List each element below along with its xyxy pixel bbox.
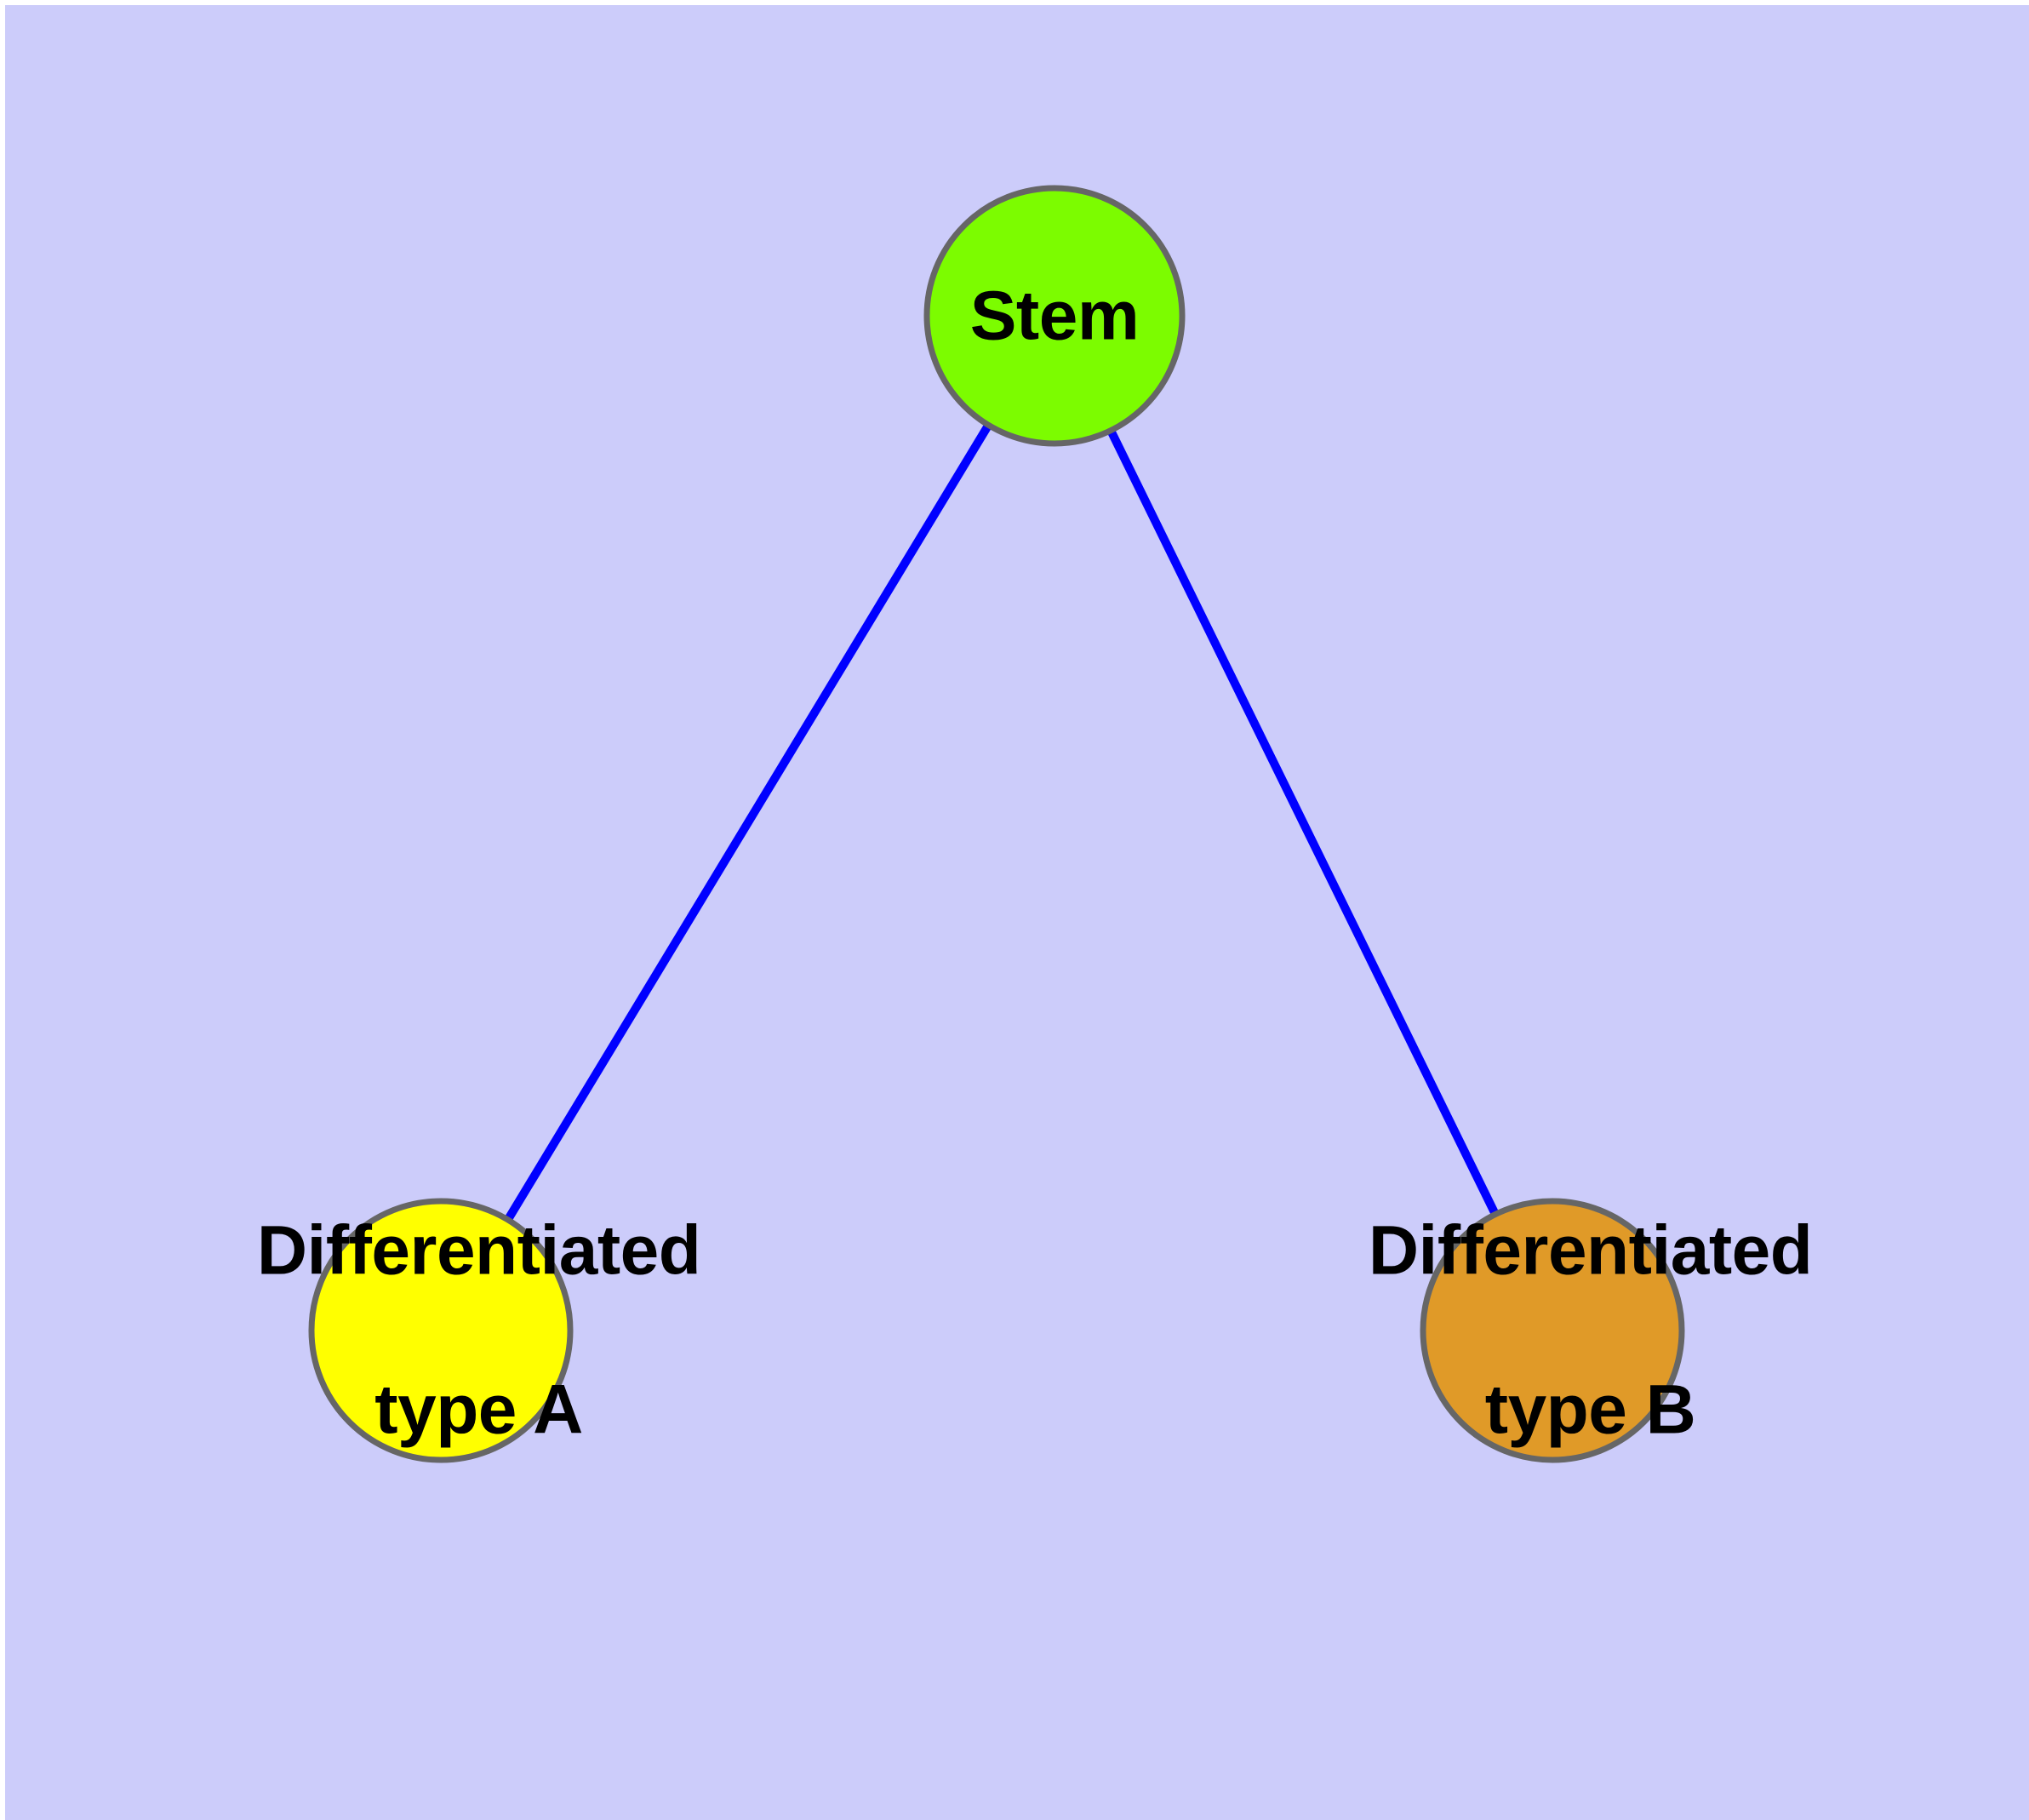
edge-stem-diff-b[interactable] (1050, 313, 1557, 1333)
edge-stem-diff-a[interactable] (437, 313, 1059, 1333)
node-diff-a[interactable] (308, 1198, 574, 1463)
edge-layer (437, 313, 1557, 1333)
node-layer (308, 185, 1685, 1463)
node-stem[interactable] (923, 185, 1186, 447)
node-diff-b[interactable] (1420, 1198, 1685, 1463)
